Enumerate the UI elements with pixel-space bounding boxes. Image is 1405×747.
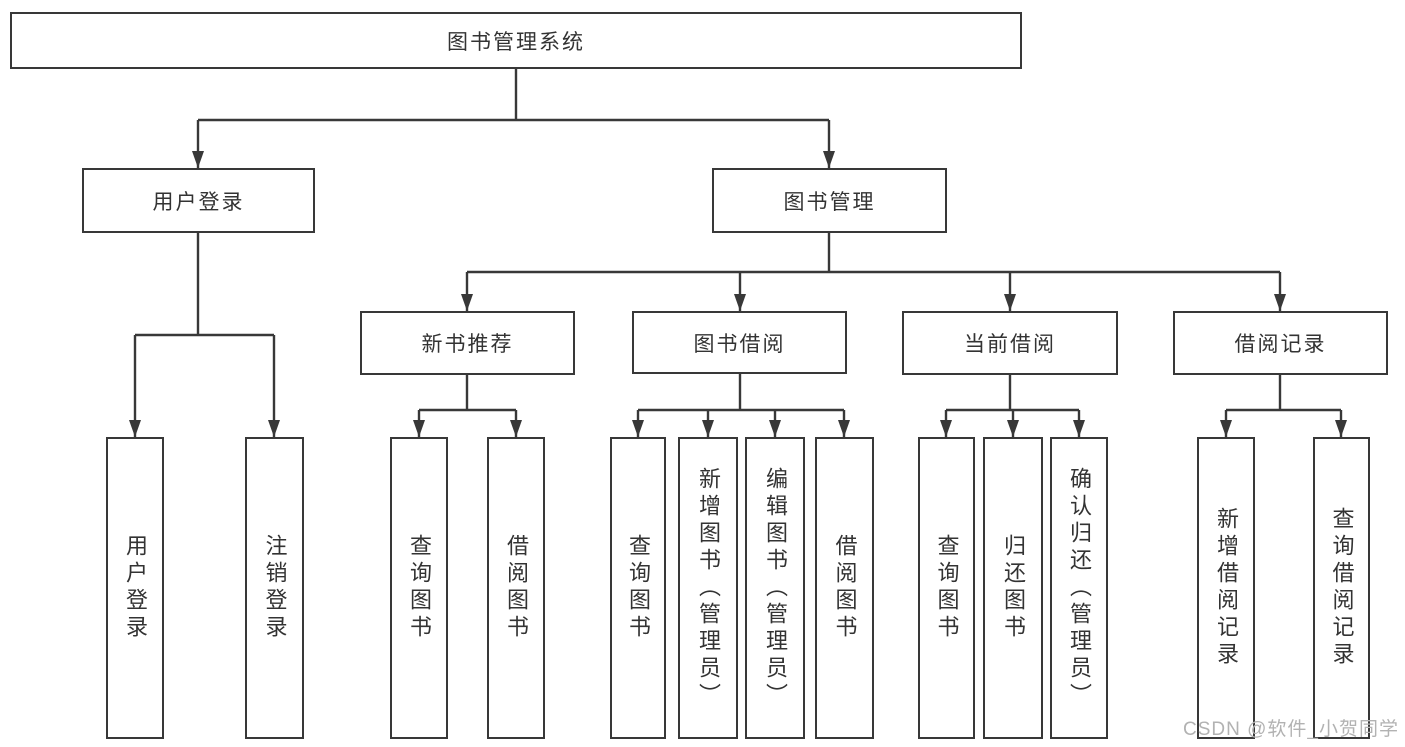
node-label: 借阅图书 bbox=[832, 534, 858, 642]
node-label: 新增借阅记录 bbox=[1214, 507, 1239, 669]
leaf-query-books-borrowing: 查询图书 bbox=[610, 437, 666, 739]
node-current-borrowing: 当前借阅 bbox=[902, 311, 1118, 375]
node-label: 新增图书（管理员） bbox=[696, 466, 721, 710]
node-new-book-recommend: 新书推荐 bbox=[360, 311, 575, 375]
node-label: 确认归还（管理员） bbox=[1067, 466, 1092, 710]
node-user-login: 用户登录 bbox=[82, 168, 315, 233]
leaf-borrow-books: 借阅图书 bbox=[815, 437, 874, 739]
node-label: 查询图书 bbox=[407, 534, 432, 642]
node-label: 归还图书 bbox=[1001, 534, 1026, 642]
leaf-query-books-current: 查询图书 bbox=[918, 437, 975, 739]
node-label: 借阅记录 bbox=[1234, 333, 1327, 356]
node-library-management-system: 图书管理系统 bbox=[10, 12, 1022, 69]
node-label: 图书管理系统 bbox=[447, 30, 585, 54]
leaf-confirm-return-admin: 确认归还（管理员） bbox=[1050, 437, 1108, 739]
leaf-query-books-recommend: 查询图书 bbox=[390, 437, 448, 739]
leaf-logout: 注销登录 bbox=[245, 437, 304, 739]
node-borrowing-records: 借阅记录 bbox=[1173, 311, 1388, 375]
node-label: 注销登录 bbox=[262, 534, 288, 642]
leaf-borrow-books-recommend: 借阅图书 bbox=[487, 437, 545, 739]
csdn-watermark: CSDN @软件_小贺同学 bbox=[1183, 719, 1399, 740]
node-label: 图书借阅 bbox=[693, 332, 786, 356]
node-label: 用户登录 bbox=[152, 190, 245, 214]
node-book-borrowing: 图书借阅 bbox=[632, 311, 847, 374]
node-label: 当前借阅 bbox=[964, 333, 1056, 356]
node-label: 查询图书 bbox=[934, 534, 960, 642]
node-label: 用户登录 bbox=[123, 534, 148, 642]
leaf-edit-books-admin: 编辑图书（管理员） bbox=[745, 437, 805, 739]
leaf-add-borrow-record: 新增借阅记录 bbox=[1197, 437, 1255, 739]
node-label: 查询借阅记录 bbox=[1329, 507, 1355, 669]
node-label: 编辑图书（管理员） bbox=[763, 466, 788, 710]
node-book-management: 图书管理 bbox=[712, 168, 947, 233]
node-label: 查询图书 bbox=[626, 534, 651, 642]
leaf-query-borrow-record: 查询借阅记录 bbox=[1313, 437, 1370, 739]
node-label: 图书管理 bbox=[783, 190, 876, 214]
leaf-user-login: 用户登录 bbox=[106, 437, 164, 739]
node-label: 新书推荐 bbox=[421, 333, 514, 356]
node-label: 借阅图书 bbox=[504, 534, 529, 642]
leaf-add-books-admin: 新增图书（管理员） bbox=[678, 437, 738, 739]
leaf-return-books: 归还图书 bbox=[983, 437, 1043, 739]
